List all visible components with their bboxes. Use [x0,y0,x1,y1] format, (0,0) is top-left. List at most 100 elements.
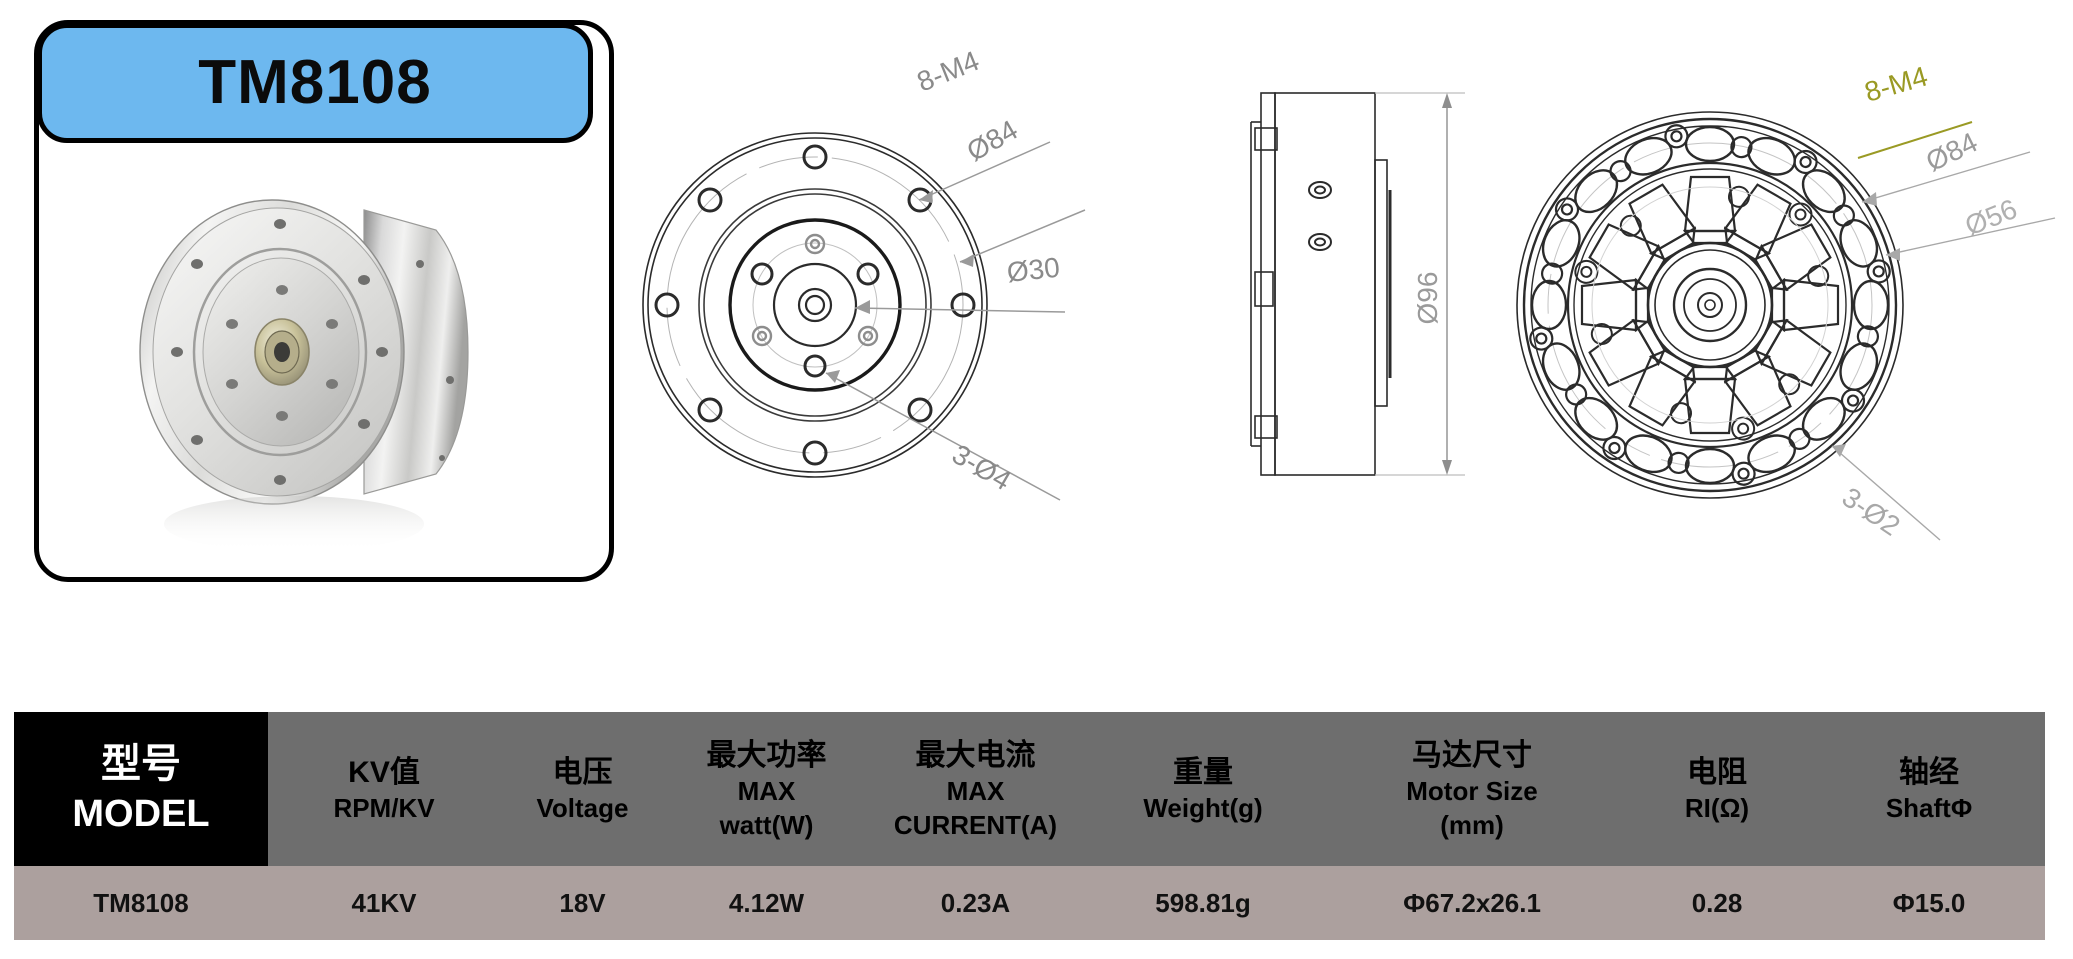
side-step-right [1374,159,1388,407]
rear-stator-bound-1 [1566,161,1854,449]
header-max-current-en2: CURRENT(A) [893,809,1058,840]
rear-hub-outer [1646,241,1774,369]
side-tab-bottom [1254,415,1278,439]
side-screw-holes [1308,181,1332,251]
spec-table-header-row: 型号 MODEL KV值 RPM/KV 电压 Voltage 最大功率 MAX … [14,712,2045,866]
header-max-power-cn: 最大功率 [706,738,827,772]
rear-bolt-circle [1547,142,1873,468]
motor-inner-bolts [226,285,338,421]
header-weight-cn: 重量 [1173,755,1233,789]
motor-shaft-bore [274,342,290,362]
rear-small-holes [1540,135,1880,475]
cell-resistance: 0.28 [1621,866,1813,940]
header-voltage-cn: 电压 [552,755,613,789]
front-small-bolt-circle [752,242,878,368]
front-m4-holes [654,144,976,466]
model-badge: TM8108 [37,23,593,143]
rear-bearing-inner [1683,278,1737,332]
motor-side-ports [416,260,454,461]
cell-model: TM8108 [14,866,268,940]
header-shaft-cn: 轴经 [1899,755,1959,789]
header-cell-kv: KV值 RPM/KV [268,712,500,866]
front-bore-inner [804,294,826,316]
front-bolt-circle [666,156,964,454]
spec-table: 型号 MODEL KV值 RPM/KV 电压 Voltage 最大功率 MAX … [14,712,2045,940]
side-annotation-phi96: Ø96 [1412,272,1443,325]
cell-motor-size: Ф67.2x26.1 [1323,866,1621,940]
rear-leader-lines [1831,151,2056,541]
header-max-current-en: MAX [946,775,1005,806]
header-cell-resistance: 电阻 RI(Ω) [1621,712,1813,866]
rear-view-drawing: 8-M4 Ø84 Ø56 3-Ø2 [1510,40,2073,585]
header-motor-size-cn: 马达尺寸 [1412,738,1532,772]
rear-annotation-phi56: Ø56 [1961,193,2022,242]
header-kv-cn: KV值 [348,755,420,789]
rear-annotation-8m4: 8-M4 [1861,60,1931,107]
front-counterbores [751,233,879,347]
front-bore-mid [797,287,833,323]
motor-photo-svg [139,199,469,552]
rear-construction-circle [1591,186,1829,424]
side-view-drawing: Ø96 [1215,50,1505,570]
header-shaft-en: ShaftΦ [1885,792,1973,823]
front-mid-circle-1 [698,188,932,422]
rear-outer-circle-1 [1516,111,1904,499]
rear-outer-circle-2 [1522,117,1898,493]
front-hub-circle [728,218,902,392]
header-resistance-cn: 电阻 [1687,755,1747,789]
front-bore-outer [772,262,858,348]
header-voltage-en: Voltage [536,792,629,823]
header-cell-model: 型号 MODEL [14,712,268,866]
header-cell-shaft: 轴经 ShaftΦ [1813,712,2045,866]
rear-leader-8m4 [1857,121,1973,159]
front-annotation-3phi4: 3-Ø4 [947,438,1016,496]
header-cell-voltage: 电压 Voltage [500,712,665,866]
rear-annotation-phi84: Ø84 [1921,126,1982,177]
cell-max-power: 4.12W [665,866,868,940]
front-view-drawing: 8-M4 Ø84 Ø30 3-Ø4 [630,45,1100,570]
header-cell-max-power: 最大功率 MAX watt(W) [665,712,868,866]
header-weight-en: Weight(g) [1143,792,1263,823]
header-motor-size-en2: (mm) [1440,809,1504,840]
rear-vent-slots [1530,125,1890,485]
header-model-en: MODEL [72,793,210,836]
front-outer-circle-1 [642,132,988,478]
side-body-outline [1274,92,1376,476]
side-tab-mid [1254,271,1274,307]
rear-stator-bound-2 [1573,168,1847,442]
rear-stator-screws [1574,185,1830,441]
product-photo [39,143,609,581]
front-outer-circle-2 [647,137,983,473]
cell-weight: 598.81g [1083,866,1323,940]
cell-shaft: Ф15.0 [1813,866,2045,940]
rear-annotation-3phi2: 3-Ø2 [1837,481,1906,542]
rear-shaft-ring [1697,292,1723,318]
header-cell-max-current: 最大电流 MAX CURRENT(A) [868,712,1083,866]
rear-hub-inner [1654,249,1766,361]
header-cell-motor-size: 马达尺寸 Motor Size (mm) [1323,712,1621,866]
header-max-power-en2: watt(W) [719,809,814,840]
header-cell-weight: 重量 Weight(g) [1083,712,1323,866]
cell-voltage: 18V [500,866,665,940]
front-leader-arrows [826,190,974,383]
header-model-cn: 型号 [101,742,181,787]
motor-flange-bolts [171,219,388,485]
rear-m4-bosses [1529,124,1891,486]
header-motor-size-en: Motor Size [1406,775,1538,806]
rear-bearing-outer [1672,267,1748,343]
front-annotation-phi84: Ø84 [962,114,1023,167]
table-row: TM8108 41KV 18V 4.12W 0.23A 598.81g Ф67.… [14,866,2045,940]
side-flange-outline [1260,92,1276,476]
side-dim-arrows [1442,93,1452,475]
rear-leader-arrows [1832,192,1900,457]
header-kv-en: RPM/KV [333,792,435,823]
cell-kv: 41KV [268,866,500,940]
header-max-current-cn: 最大电流 [915,738,1036,772]
side-tab-top [1254,127,1278,151]
front-annotation-8m4: 8-M4 [913,50,984,98]
header-resistance-en: RI(Ω) [1684,792,1750,823]
model-badge-label: TM8108 [198,48,432,117]
motor-barrel [363,209,469,495]
cell-max-current: 0.23A [868,866,1083,940]
product-card: TM8108 [34,20,614,582]
